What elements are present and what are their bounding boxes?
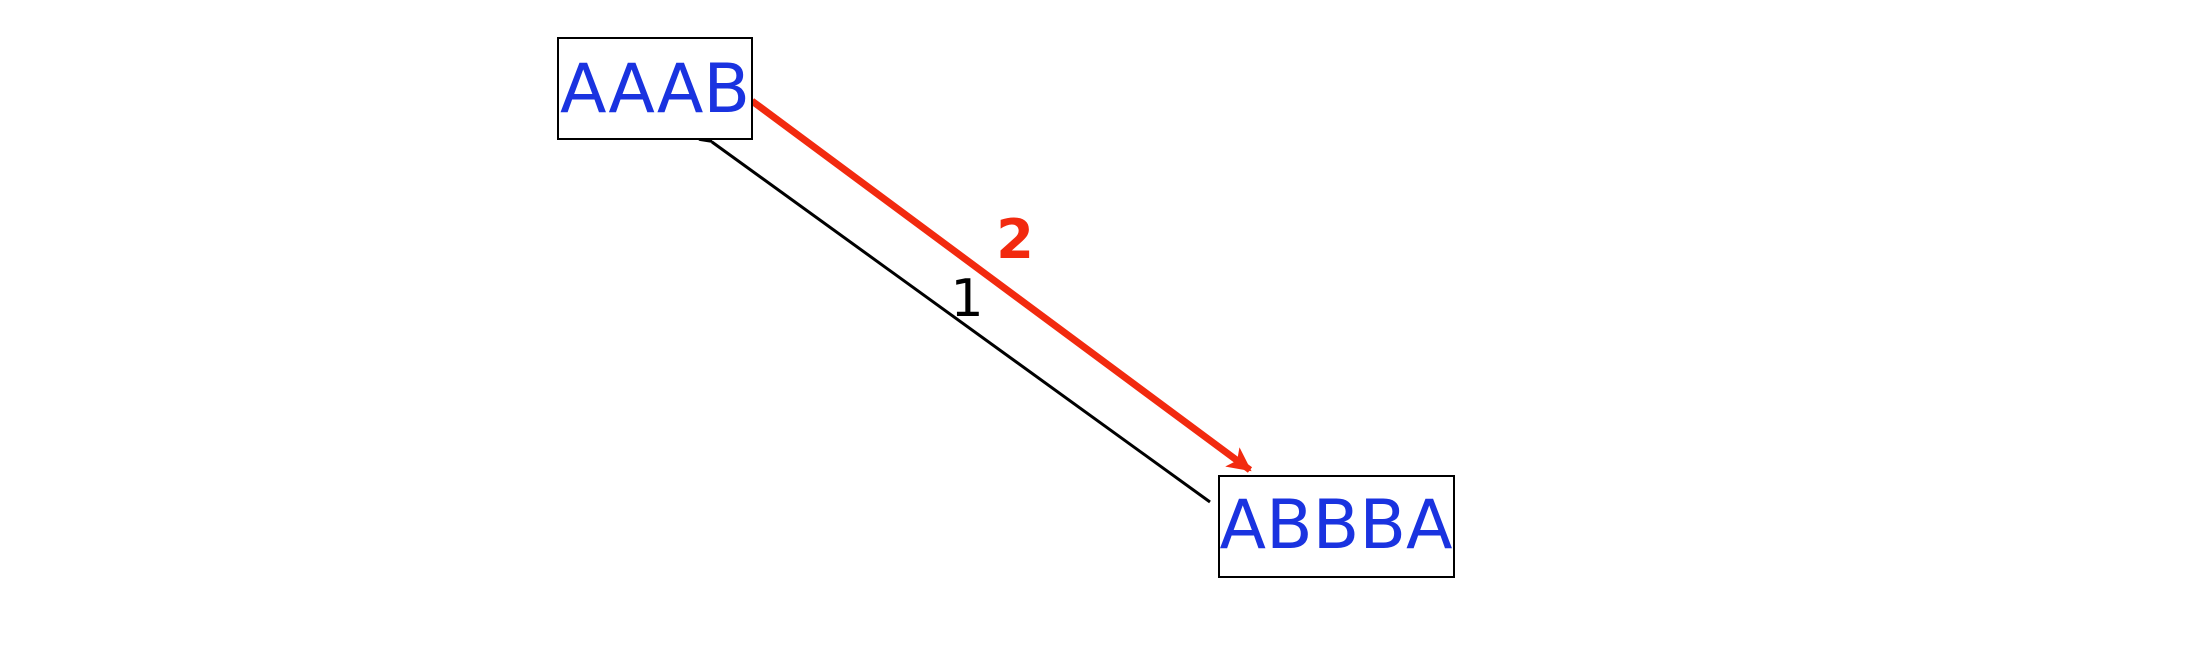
edge-2: 2 bbox=[749, 98, 1253, 473]
node-aaab[interactable]: AAAB bbox=[557, 37, 753, 140]
edge-1: 1 bbox=[698, 129, 1211, 504]
node-abbba-label: ABBBA bbox=[1220, 486, 1453, 565]
edge-2-line bbox=[749, 98, 1253, 473]
node-abbba-box bbox=[1218, 475, 1455, 578]
node-aaab-label: AAAB bbox=[560, 50, 750, 129]
edge-1-label: 1 bbox=[950, 269, 983, 329]
edge-2-label: 2 bbox=[996, 208, 1034, 271]
edge-1-line bbox=[698, 129, 1211, 504]
node-abbba[interactable]: ABBBA bbox=[1218, 475, 1455, 578]
node-aaab-box bbox=[557, 37, 753, 140]
